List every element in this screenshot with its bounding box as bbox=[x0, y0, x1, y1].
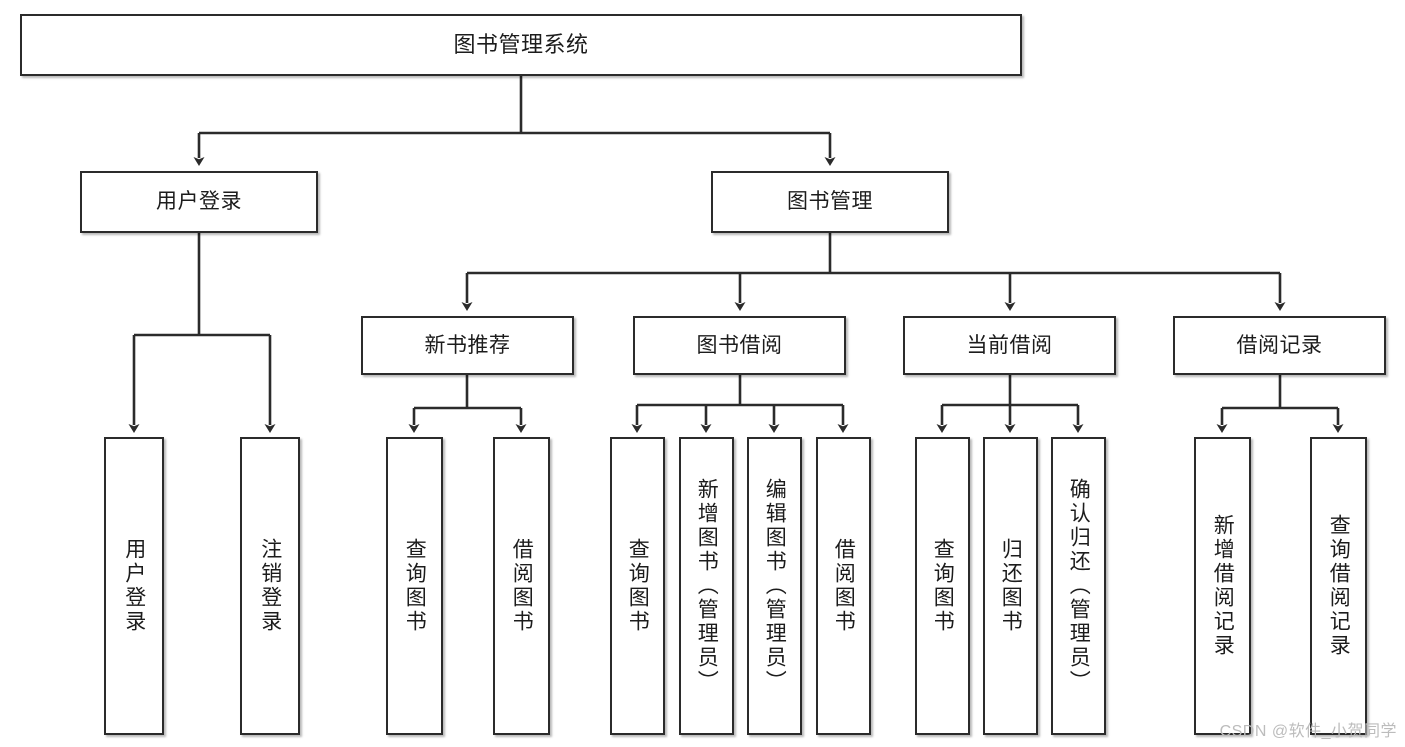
node-leaf-query-book-a[interactable]: 查询图书 bbox=[386, 437, 443, 735]
node-leaf-edit-book-admin[interactable]: 编辑图书（管理员） bbox=[747, 437, 802, 735]
node-book-manage-label: 图书管理 bbox=[787, 190, 873, 214]
node-leaf-query-book-c-label: 查询图书 bbox=[931, 538, 955, 634]
node-leaf-return-book[interactable]: 归还图书 bbox=[983, 437, 1038, 735]
node-leaf-add-borrow-record-label: 新增借阅记录 bbox=[1211, 514, 1235, 658]
node-user-login[interactable]: 用户登录 bbox=[80, 171, 318, 233]
node-current-borrow-label: 当前借阅 bbox=[966, 333, 1053, 357]
node-new-book-recommendation-label: 新书推荐 bbox=[424, 333, 511, 357]
node-leaf-borrow-book-b-label: 借阅图书 bbox=[832, 538, 856, 634]
node-leaf-query-borrow-record-label: 查询借阅记录 bbox=[1327, 514, 1351, 658]
node-root[interactable]: 图书管理系统 bbox=[20, 14, 1022, 76]
node-leaf-user-login[interactable]: 用户登录 bbox=[104, 437, 164, 735]
node-leaf-borrow-book-a-label: 借阅图书 bbox=[510, 538, 534, 634]
node-book-manage[interactable]: 图书管理 bbox=[711, 171, 949, 233]
node-leaf-query-book-c[interactable]: 查询图书 bbox=[915, 437, 970, 735]
node-leaf-confirm-return-admin-label: 确认归还（管理员） bbox=[1067, 478, 1091, 694]
node-book-borrow-label: 图书借阅 bbox=[696, 333, 783, 357]
node-leaf-add-borrow-record[interactable]: 新增借阅记录 bbox=[1194, 437, 1251, 735]
node-leaf-logout[interactable]: 注销登录 bbox=[240, 437, 300, 735]
node-leaf-query-borrow-record[interactable]: 查询借阅记录 bbox=[1310, 437, 1367, 735]
node-current-borrow[interactable]: 当前借阅 bbox=[903, 316, 1116, 375]
node-borrow-record[interactable]: 借阅记录 bbox=[1173, 316, 1386, 375]
node-root-label: 图书管理系统 bbox=[453, 31, 589, 57]
node-leaf-return-book-label: 归还图书 bbox=[999, 538, 1023, 634]
node-leaf-logout-label: 注销登录 bbox=[258, 538, 282, 634]
node-leaf-borrow-book-b[interactable]: 借阅图书 bbox=[816, 437, 871, 735]
node-leaf-query-book-a-label: 查询图书 bbox=[403, 538, 427, 634]
node-leaf-user-login-label: 用户登录 bbox=[122, 538, 146, 634]
node-leaf-add-book-admin-label: 新增图书（管理员） bbox=[695, 478, 719, 694]
node-book-borrow[interactable]: 图书借阅 bbox=[633, 316, 846, 375]
node-borrow-record-label: 借阅记录 bbox=[1236, 333, 1323, 357]
node-new-book-recommendation[interactable]: 新书推荐 bbox=[361, 316, 574, 375]
csdn-watermark: CSDN @软件_小贺同学 bbox=[1219, 723, 1397, 740]
node-leaf-query-book-b[interactable]: 查询图书 bbox=[610, 437, 665, 735]
node-leaf-query-book-b-label: 查询图书 bbox=[626, 538, 650, 634]
node-user-login-label: 用户登录 bbox=[156, 190, 242, 214]
node-leaf-edit-book-admin-label: 编辑图书（管理员） bbox=[763, 478, 787, 694]
node-leaf-add-book-admin[interactable]: 新增图书（管理员） bbox=[679, 437, 734, 735]
node-leaf-confirm-return-admin[interactable]: 确认归还（管理员） bbox=[1051, 437, 1106, 735]
node-leaf-borrow-book-a[interactable]: 借阅图书 bbox=[493, 437, 550, 735]
